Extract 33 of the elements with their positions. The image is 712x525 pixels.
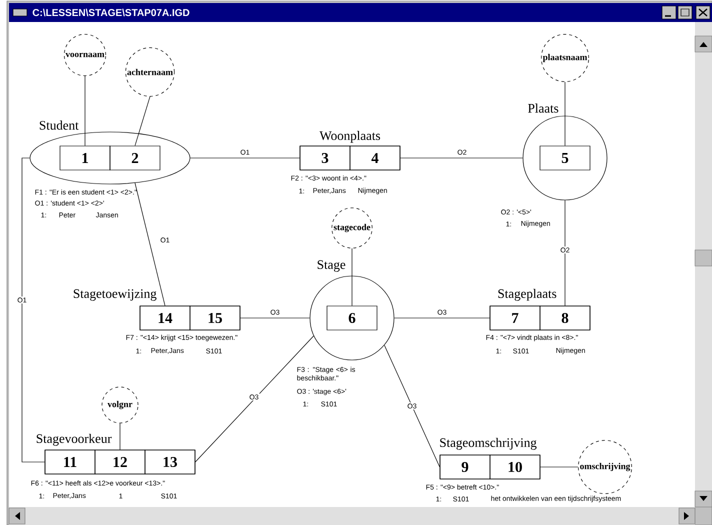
connector-line — [564, 82, 566, 146]
connector-line — [384, 344, 440, 468]
type-heading: Stageplaats — [498, 288, 556, 301]
role-cell: 2 — [110, 146, 160, 170]
role-cell: 10 — [490, 454, 540, 480]
role-cell: 3 — [300, 146, 350, 170]
role-cell: 11 — [44, 450, 96, 474]
connector-line — [564, 200, 566, 306]
type-heading: Woonplaats — [320, 130, 380, 143]
type-heading: Stagevoorkeur — [36, 434, 112, 446]
connector-line — [134, 182, 166, 306]
connector-line — [540, 466, 578, 468]
role-cell: 12 — [94, 450, 146, 474]
role-cell: 1 — [60, 146, 110, 170]
type-heading: Plaats — [528, 104, 558, 113]
role-cell: 14 — [140, 306, 190, 330]
connector-line — [22, 158, 45, 462]
type-heading: Stagetoewijzing — [74, 289, 156, 301]
role-cell: 5 — [540, 146, 590, 170]
role-cell: 7 — [490, 306, 540, 330]
connector-line — [84, 76, 86, 146]
type-heading: Stageomschrijving — [440, 438, 537, 450]
role-cell: 13 — [144, 450, 196, 474]
type-heading: Student — [40, 120, 79, 130]
role-cell: 8 — [540, 306, 590, 330]
role-cell: 4 — [350, 146, 400, 170]
role-cell: 6 — [326, 306, 378, 330]
role-cell: 15 — [190, 306, 240, 330]
type-heading: Stage — [318, 260, 346, 272]
connector-line — [195, 336, 314, 462]
connector-line — [134, 96, 150, 146]
title-bar: C:\LESSEN\STAGE\STAP07A.IGD — [9, 3, 712, 22]
role-cell: 9 — [440, 454, 490, 480]
